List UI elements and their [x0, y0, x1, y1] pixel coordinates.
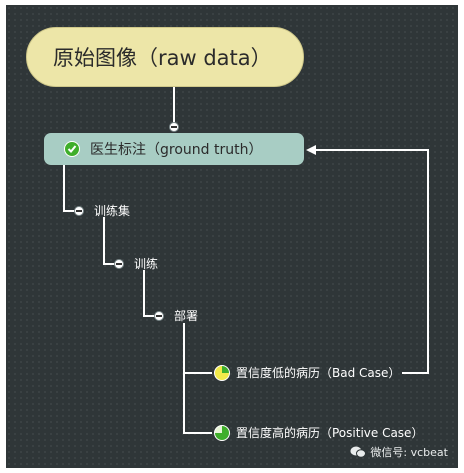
- ground-truth-node[interactable]: 医生标注（ground truth）: [44, 133, 304, 165]
- feedback-arrowhead: [306, 145, 316, 155]
- low-progress-pie-icon: [214, 365, 230, 381]
- connector-level1-to-trainset: [63, 165, 76, 212]
- ground-truth-label: 医生标注（ground truth）: [90, 142, 263, 158]
- training-label[interactable]: 训练: [134, 257, 159, 271]
- collapse-toggle-trainset[interactable]: [74, 206, 84, 216]
- collapse-toggle-training[interactable]: [114, 259, 124, 269]
- check-circle-icon: [64, 141, 80, 157]
- trainset-label[interactable]: 训练集: [94, 204, 131, 218]
- bad-case-label[interactable]: 置信度低的病历（Bad Case）: [236, 366, 401, 380]
- connector-trainset-to-training: [103, 217, 116, 265]
- connector-deploy-to-positive: [183, 323, 212, 434]
- connector-lines: [63, 87, 429, 434]
- positive-case-label[interactable]: 置信度高的病历（Positive Case）: [236, 426, 424, 440]
- high-progress-pie-icon: [214, 425, 230, 441]
- mindmap-canvas: 原始图像（raw data） 医生标注（ground truth） 训练集 训练…: [6, 5, 458, 468]
- root-node-label: 原始图像（raw data）: [53, 46, 272, 70]
- connector-training-to-deploy: [143, 270, 156, 317]
- collapse-toggle-root[interactable]: [169, 122, 179, 132]
- deploy-label[interactable]: 部署: [174, 309, 199, 323]
- wechat-icon: [350, 446, 367, 458]
- root-node[interactable]: 原始图像（raw data）: [26, 27, 304, 87]
- feedback-loop-line: [312, 149, 429, 374]
- collapse-toggle-deploy[interactable]: [154, 311, 164, 321]
- watermark-text: 微信号: vcbeat: [370, 446, 448, 459]
- wechat-watermark: 微信号: vcbeat: [350, 444, 448, 460]
